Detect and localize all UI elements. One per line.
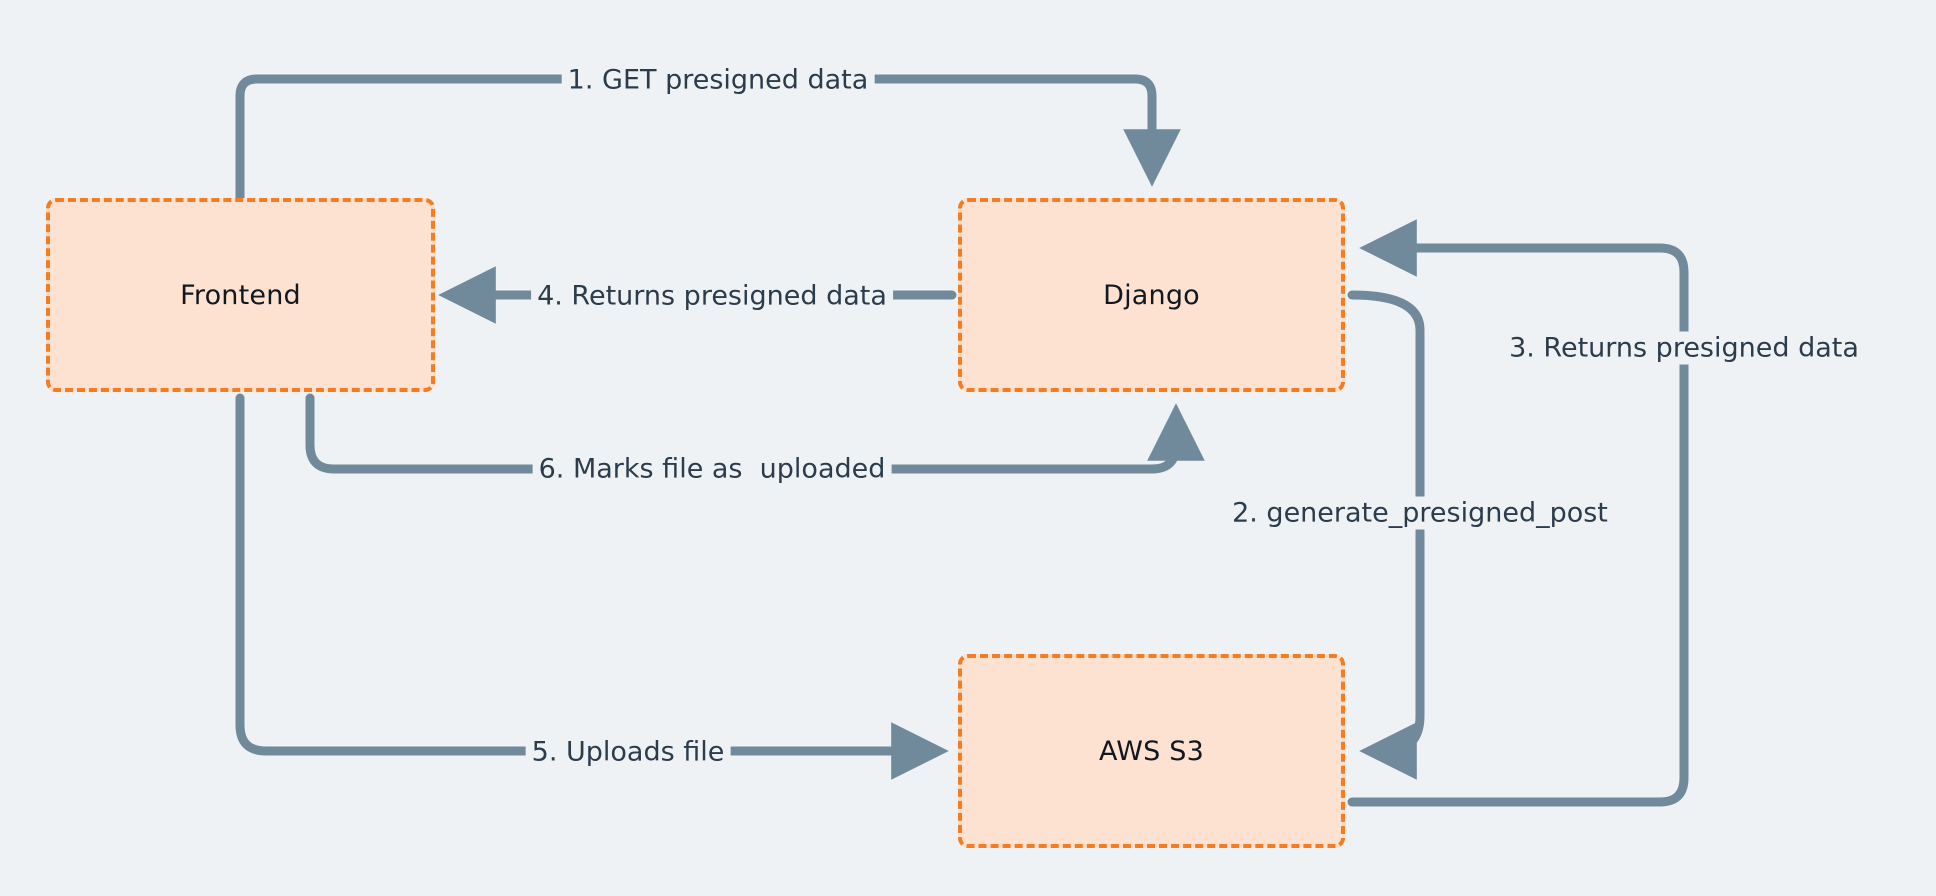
node-aws-s3[interactable]: AWS S3 xyxy=(958,654,1345,848)
edge-3-path xyxy=(1347,219,1689,807)
edge-1-path xyxy=(235,74,1181,203)
node-frontend[interactable]: Frontend xyxy=(46,198,435,392)
edge-2-path xyxy=(1347,290,1425,780)
edge-5-path xyxy=(235,393,949,780)
edge-label-4: 4. Returns presigned data xyxy=(531,279,893,313)
node-django[interactable]: Django xyxy=(958,198,1345,392)
edge-label-2: 2. generate_presigned_post xyxy=(1226,496,1614,530)
edge-label-3: 3. Returns presigned data xyxy=(1503,331,1865,365)
edge-label-5: 5. Uploads file xyxy=(525,735,731,769)
node-django-label: Django xyxy=(1103,279,1200,311)
node-aws-s3-label: AWS S3 xyxy=(1099,735,1204,767)
node-frontend-label: Frontend xyxy=(180,279,301,311)
edge-label-1: 1. GET presigned data xyxy=(561,63,875,97)
edge-label-6: 6. Marks file as uploaded xyxy=(532,452,892,486)
